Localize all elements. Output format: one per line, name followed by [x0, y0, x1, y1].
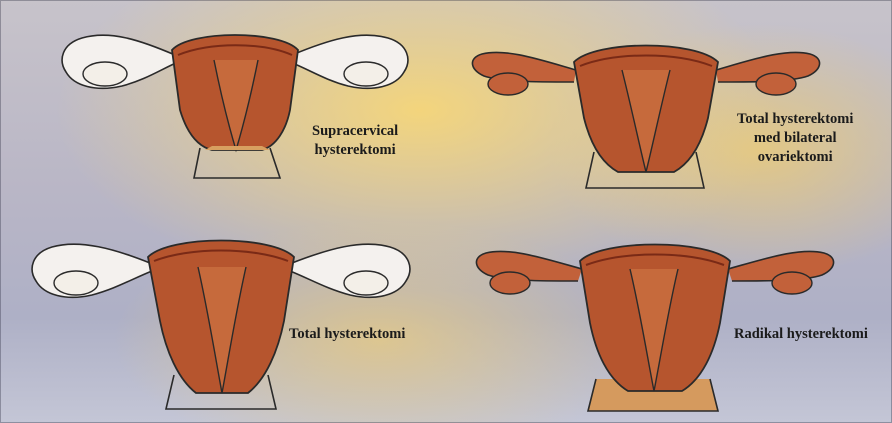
panel-total-bso: Total hysterektomi med bilateral ovariek…	[446, 0, 892, 211]
uterus-illustration-radikal	[446, 211, 892, 423]
label-total-line-1: Total hysterektomi	[289, 325, 405, 344]
label-total-bso-line-1: Total hysterektomi	[737, 110, 853, 129]
panel-radikal: Radikal hysterektomi	[446, 211, 892, 423]
label-supracervical-line-2: hysterektomi	[312, 141, 398, 160]
uterus-illustration-total	[0, 211, 446, 423]
panel-supracervical: Supracervical hysterektomi	[0, 0, 446, 211]
uterus-illustration-total-bso	[446, 0, 892, 211]
label-total-bso-line-3: ovariektomi	[737, 148, 853, 167]
label-total-bso: Total hysterektomi med bilateral ovariek…	[737, 110, 853, 167]
label-radikal: Radikal hysterektomi	[734, 325, 868, 344]
label-total: Total hysterektomi	[289, 325, 405, 344]
label-supracervical-line-1: Supracervical	[312, 122, 398, 141]
label-radikal-line-1: Radikal hysterektomi	[734, 325, 868, 344]
uterus-illustration-supracervical	[0, 0, 446, 211]
label-total-bso-line-2: med bilateral	[737, 129, 853, 148]
label-supracervical: Supracervical hysterektomi	[312, 122, 398, 160]
panel-total: Total hysterektomi	[0, 211, 446, 423]
